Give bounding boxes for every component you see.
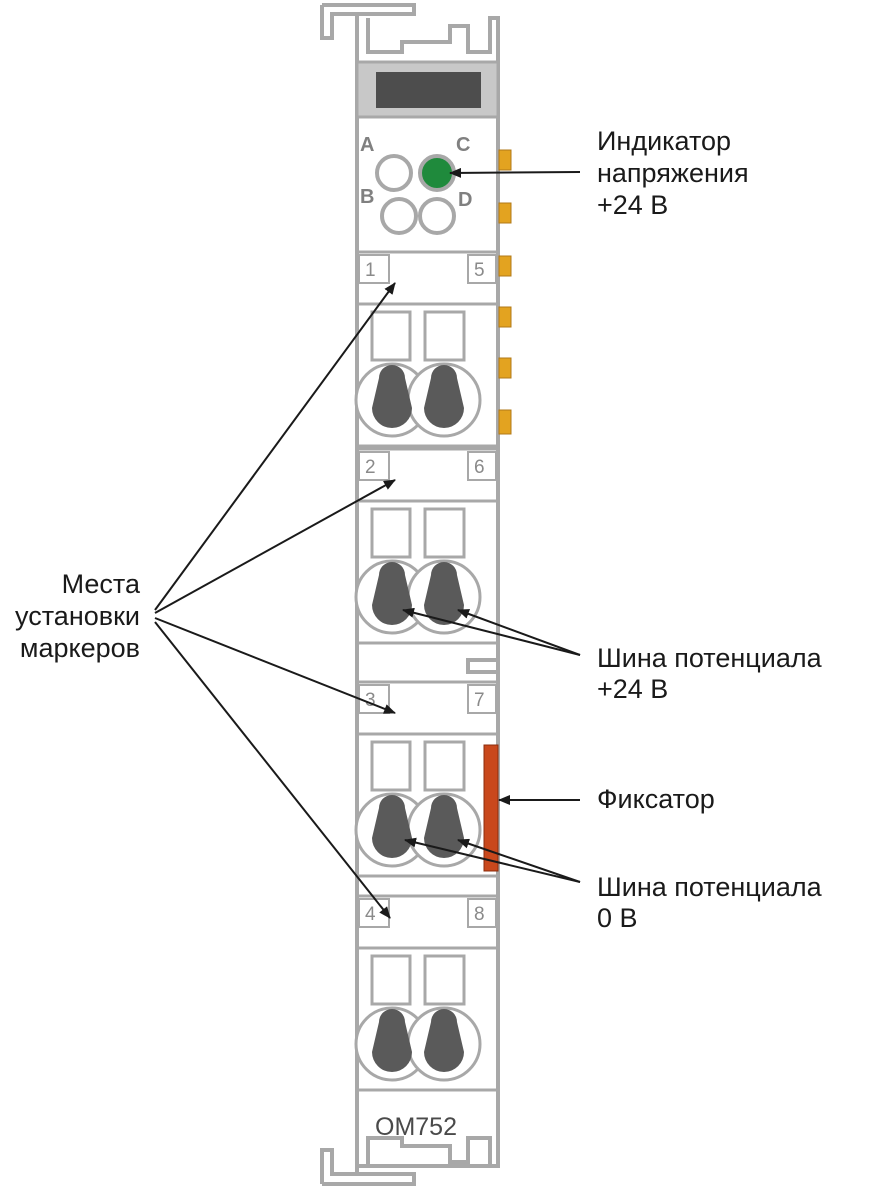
- arrow-marker-4: [154, 621, 391, 919]
- voltage-indicator-line-2: напряжения: [597, 158, 749, 188]
- label-window: [355, 60, 500, 119]
- release-slot-left: [370, 507, 412, 559]
- terminal-knob-left: [372, 365, 412, 428]
- arrow-marker-1: [154, 282, 396, 611]
- arrow-bus24-left: [402, 607, 581, 656]
- marker-number-box-right: [467, 254, 497, 284]
- arrow-bus0-left: [404, 837, 581, 883]
- terminal-knob-left: [372, 562, 412, 625]
- led-b: [380, 197, 418, 235]
- callout-labels: Индикатор напряжения +24 В Места установ…: [15, 126, 823, 933]
- led-letter-a: A: [360, 134, 374, 156]
- release-slot-right: [423, 740, 466, 792]
- terminal-knob-left: [372, 1009, 412, 1072]
- led-letter-b: B: [360, 186, 374, 208]
- marker-number-right: 7: [474, 690, 485, 711]
- arrow-marker-3: [154, 617, 396, 714]
- voltage-indicator-line-3: +24 В: [597, 190, 668, 220]
- marker-number-right: 5: [474, 260, 485, 281]
- release-slot-left: [370, 310, 412, 362]
- marker-number-left: 2: [365, 457, 376, 478]
- marker-number-right: 8: [474, 904, 485, 925]
- arrow-bus0-right: [457, 838, 581, 883]
- marker-number-box-left: [358, 451, 390, 481]
- terminal-knob-right: [424, 795, 464, 858]
- terminal-knob-left: [372, 795, 412, 858]
- release-slot-right: [423, 954, 466, 1006]
- marker-number-box-left: [358, 254, 390, 284]
- marker-places-line-3: маркеров: [20, 633, 140, 663]
- marker-number-box-right: [467, 684, 497, 714]
- marker-number-left: 1: [365, 260, 376, 281]
- terminal-knob-right: [424, 562, 464, 625]
- model-label: OM752: [375, 1113, 457, 1141]
- latch: [483, 744, 499, 872]
- marker-number-right: 6: [474, 457, 485, 478]
- led-letter-d: D: [458, 189, 472, 211]
- release-slot-right: [423, 507, 466, 559]
- voltage-indicator-line-1: Индикатор: [597, 126, 731, 156]
- marker-number-left: 3: [365, 690, 376, 711]
- bus-24v-line-1: Шина потенциала: [597, 643, 823, 673]
- arrow-bus24-right: [457, 609, 581, 656]
- release-slot-left: [370, 740, 412, 792]
- arrow-voltage-indicator: [449, 167, 581, 178]
- marker-number-box-right: [467, 451, 497, 481]
- led-a: [375, 154, 413, 192]
- marker-number-left: 4: [365, 904, 376, 925]
- marker-places-line-1: Места: [62, 569, 141, 599]
- terminal-knob-right: [424, 365, 464, 428]
- arrow-marker-2: [154, 479, 396, 614]
- release-slot-left: [370, 954, 412, 1006]
- callout-arrows: [154, 167, 581, 919]
- bus-24v-line-2: +24 В: [597, 674, 668, 704]
- latch-label: Фиксатор: [597, 784, 715, 814]
- marker-places-line-2: установки: [15, 601, 140, 631]
- terminal-knob-right: [424, 1009, 464, 1072]
- bus-0v-line-1: Шина потенциала: [597, 872, 823, 902]
- release-slot-right: [423, 310, 466, 362]
- led-d: [418, 197, 456, 235]
- led-letter-c: C: [456, 134, 470, 156]
- marker-number-box-right: [467, 898, 497, 928]
- contacts: [498, 149, 512, 435]
- led-panel: A C B D: [357, 115, 498, 235]
- module-body: [320, 3, 500, 1186]
- terminal-sections: 1 5 2 6 3 7 4 8: [354, 250, 498, 1092]
- bus-0v-line-2: 0 В: [597, 903, 638, 933]
- led-c: [418, 154, 456, 192]
